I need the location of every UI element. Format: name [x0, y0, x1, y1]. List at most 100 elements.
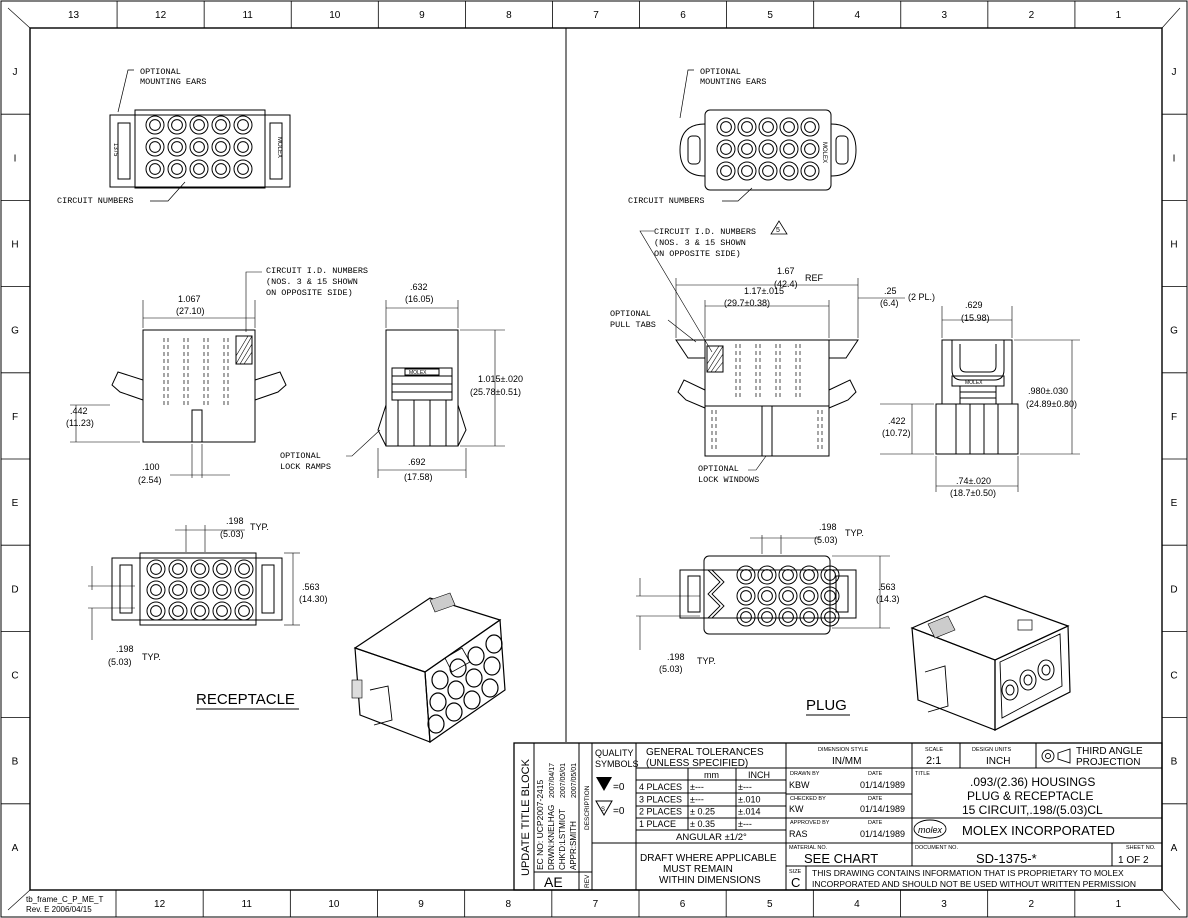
zone-label-bottom: 9: [418, 899, 424, 910]
receptacle-pitch-bot-mm: (5.03): [108, 657, 132, 667]
design-units-value: INCH: [986, 756, 1010, 767]
cavity: [212, 580, 232, 600]
plug-iso-cavities: [1001, 659, 1055, 701]
cavity-inner: [238, 563, 250, 575]
cavity-inner: [720, 121, 732, 133]
cavity: [758, 117, 778, 137]
approved-by-label: APPROVED BY: [790, 820, 830, 826]
cavity: [779, 139, 799, 159]
cavity: [758, 139, 778, 159]
cavity-inner: [149, 163, 161, 175]
zone-label-top: 6: [680, 10, 686, 21]
cavity: [211, 137, 231, 157]
iso-cavity: [429, 692, 447, 712]
plug-lock-windows-note-1: OPTIONAL: [698, 464, 739, 474]
cavity: [211, 115, 231, 135]
revision-appr: APPR:SMITH: [569, 821, 578, 870]
general-tolerances-title-2: (UNLESS SPECIFIED): [646, 758, 748, 769]
cavity-inner: [824, 590, 836, 602]
zone-label-bottom: 12: [154, 899, 166, 910]
cavity-inner: [782, 569, 794, 581]
cavity: [190, 559, 210, 579]
zone-label-top: 9: [419, 10, 425, 21]
plug-base-in: .74±.020: [956, 476, 991, 486]
cavity-inner: [171, 163, 183, 175]
cavity: [233, 159, 253, 179]
receptacle-side-mark: 1375: [112, 143, 118, 157]
plug-pitch-top-mm: (5.03): [814, 535, 838, 545]
cavity-inner: [824, 569, 836, 581]
cavity: [757, 586, 777, 606]
receptacle-iso-cavities: [427, 634, 503, 734]
projection-label-2: PROJECTION: [1076, 757, 1140, 768]
tolerance-inch: ±---: [738, 782, 752, 792]
zone-label-top: 4: [854, 10, 860, 21]
plug-top-molex: MOLEX: [821, 142, 827, 163]
plug-circuit-id-note-3: ON OPPOSITE SIDE): [654, 249, 741, 259]
plug-pitch-top-typ: TYP.: [845, 528, 864, 538]
cavity-inner: [149, 141, 161, 153]
cavity: [800, 161, 820, 181]
quality-symbol-row2: =0: [613, 806, 625, 817]
plug-lower-mm: (10.72): [882, 428, 911, 438]
plug-pitch-top-in: .198: [819, 522, 837, 532]
cavity-inner: [238, 605, 250, 617]
tolerance-mm: ±---: [690, 782, 704, 792]
plug-flange-mm: (6.4): [880, 298, 899, 308]
cavity: [234, 580, 254, 600]
quality-symbols-label-1: QUALITY: [595, 748, 634, 758]
title-label: TITLE: [915, 771, 930, 777]
cavity-inner: [741, 165, 753, 177]
cavity: [190, 601, 210, 621]
molex-logo: molex: [913, 819, 947, 839]
cavity: [800, 139, 820, 159]
revision-description-label: DESCRIPTION: [584, 785, 591, 830]
zone-label-bottom: 5: [767, 899, 773, 910]
receptacle-view-label: RECEPTACLE: [196, 691, 295, 708]
plug-pitch-bot-in: .198: [667, 652, 685, 662]
receptacle-pitch-top-typ: TYP.: [250, 522, 269, 532]
proprietary-note-1: THIS DRAWING CONTAINS INFORMATION THAT I…: [812, 868, 1124, 878]
zone-label-bottom: 10: [328, 899, 340, 910]
cavity-inner: [193, 119, 205, 131]
zone-label-bottom: 8: [505, 899, 511, 910]
revision-rev-label: REV: [584, 874, 591, 888]
cavity: [146, 601, 166, 621]
cavity-inner: [172, 563, 184, 575]
zone-label-left: G: [11, 326, 19, 337]
revision-rev-value: AE: [544, 874, 563, 890]
cavity: [800, 117, 820, 137]
plug-front-dims: [639, 230, 905, 471]
third-angle-projection-icon: [1041, 748, 1071, 764]
quality-symbol-s: S: [601, 807, 605, 813]
receptacle-depth-in: .632: [410, 282, 428, 292]
cavity: [778, 565, 798, 585]
plug-ears-note-2: MOUNTING EARS: [700, 77, 766, 87]
plug-height-mm: (24.89±0.80): [1026, 399, 1077, 409]
cavity: [167, 159, 187, 179]
receptacle-pitch-top-in: .198: [226, 516, 244, 526]
cavity: [189, 137, 209, 157]
tolerance-inch: ±.010: [738, 794, 760, 804]
plug-overall-ref: REF: [805, 273, 824, 283]
zone-label-left: J: [13, 67, 18, 78]
cavity-inner: [150, 605, 162, 617]
iso-cavity: [481, 678, 499, 698]
plug-ears-note-1: OPTIONAL: [700, 67, 741, 77]
receptacle-ears-note-1: OPTIONAL: [140, 67, 181, 77]
cavity-inner: [761, 611, 773, 623]
draft-note-3: WITHIN DIMENSIONS: [659, 875, 761, 886]
cavity-inner: [762, 121, 774, 133]
cavity-inner: [720, 165, 732, 177]
cavity: [779, 117, 799, 137]
plug-view-label: PLUG: [806, 697, 847, 714]
size-label: SIZE: [789, 869, 802, 875]
tolerance-places: 2 PLACES: [639, 807, 682, 817]
zone-label-top: 10: [329, 10, 341, 21]
iso-cavity: [465, 668, 483, 688]
receptacle-lock-ramps-note-1: OPTIONAL: [280, 451, 321, 461]
frame-rev: Rev. E 2006/04/15: [26, 905, 92, 914]
proprietary-note-2: INCORPORATED AND SHOULD NOT BE USED WITH…: [812, 879, 1136, 889]
revision-chkd-date: 2007/05/01: [560, 763, 567, 798]
